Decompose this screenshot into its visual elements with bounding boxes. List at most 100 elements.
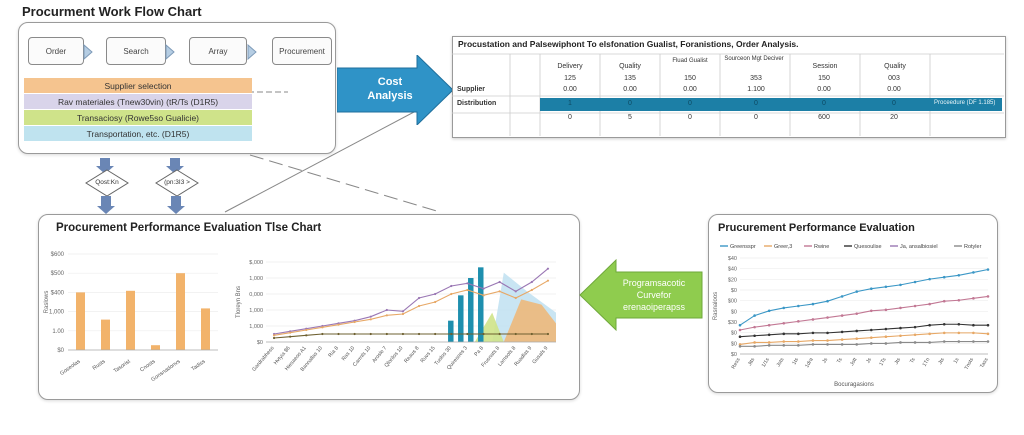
x-tick-label: Js (821, 357, 829, 365)
table-cell: 0 (754, 114, 758, 121)
series-point (401, 312, 405, 316)
series-line (739, 295, 989, 331)
x-tick-label: Reaus 8 (403, 345, 420, 364)
workflow-step-order[interactable]: Order (28, 37, 84, 65)
x-tick-label: Jts (894, 357, 903, 366)
series-point (928, 341, 931, 344)
series-point (913, 333, 917, 337)
y-tick-label: 0,000 (249, 292, 263, 298)
series-point (498, 290, 501, 293)
series-point (782, 340, 786, 343)
x-tick-label: Ria 8 (327, 345, 340, 358)
series-point (753, 314, 756, 317)
y-tick-label: $400 (51, 290, 65, 296)
workflow-step-procurement[interactable]: Procurement (272, 37, 332, 65)
series-line (274, 333, 548, 339)
table-cell: 150 (818, 75, 830, 82)
x-tick-label: Pa 8 (473, 345, 485, 357)
series-point (972, 323, 975, 327)
series-point (899, 283, 902, 287)
column-header: Delivery (557, 63, 583, 70)
series-point (840, 330, 844, 334)
series-point (811, 331, 815, 335)
series-line (739, 268, 989, 326)
series-point (530, 332, 533, 336)
series-point (369, 332, 372, 336)
chevron-right-icon (247, 43, 257, 61)
y-tick-label: $0 (57, 348, 64, 354)
series-point (782, 344, 786, 347)
series-point (417, 304, 421, 308)
series-point (797, 332, 800, 336)
series-point (530, 288, 533, 292)
table-cell: 0.00 (817, 86, 831, 93)
series-point (753, 325, 756, 329)
y-tick-label: 1,000 (249, 324, 263, 330)
series-point (753, 345, 756, 348)
workflow-step-array[interactable]: Array (189, 37, 247, 65)
y-tick-label: $,000 (249, 260, 263, 266)
down-arrow-icon (97, 196, 115, 214)
bar (176, 273, 185, 350)
legend-entry: Greensspr (730, 244, 756, 250)
series-point (928, 332, 931, 336)
down-arrow-icon (166, 158, 184, 174)
series-point (385, 308, 388, 312)
workflow-step-search[interactable]: Search (106, 37, 166, 65)
y-tick-label: $0 (731, 309, 737, 315)
table-cell: 0 (754, 100, 758, 107)
series-line (739, 332, 989, 345)
series-point (738, 345, 742, 348)
y-tick-label: $20 (728, 277, 737, 283)
bar (76, 292, 85, 350)
series-point (337, 332, 340, 336)
down-arrow-icon (96, 158, 114, 174)
series-point (913, 341, 917, 344)
y-tick-label: 1,000 (249, 276, 263, 282)
x-tick-label: Jstt (849, 357, 859, 367)
y-axis-label: Raslows (44, 291, 50, 314)
series-point (385, 332, 388, 336)
column-header: Fluad Gualist (672, 58, 708, 64)
series-point (466, 282, 469, 285)
series-point (899, 334, 902, 338)
x-tick-label: Tasorist (113, 358, 132, 374)
table-cell: 0.00 (563, 86, 577, 93)
series-point (899, 306, 902, 310)
series-point (767, 341, 771, 344)
series-point (434, 300, 437, 304)
series-point (884, 327, 888, 331)
series-point (869, 287, 873, 291)
series-line (740, 340, 988, 347)
evaluation-title: Prucurement Performance Evaluation (718, 222, 915, 234)
series-point (514, 332, 517, 336)
series-point (884, 285, 888, 289)
series-point (942, 275, 946, 279)
series-point (753, 341, 756, 344)
series-point (514, 296, 517, 300)
table-cell: 0 (822, 100, 826, 107)
series-point (434, 332, 437, 336)
x-tick-label: Rusts (92, 359, 107, 372)
diamond-label-2: (pn:3I3 > (164, 179, 190, 186)
series-point (466, 288, 469, 292)
series-point (869, 328, 873, 332)
bar (458, 295, 464, 342)
down-arrow-icon (167, 196, 185, 214)
series-point (855, 337, 859, 340)
series-point (738, 328, 742, 332)
cost-analysis-arrow (337, 55, 454, 125)
area-series (503, 299, 556, 342)
series-point (826, 339, 829, 342)
series-point (899, 326, 902, 330)
series-point (767, 323, 771, 327)
table-cell: 0 (688, 100, 692, 107)
series-point (942, 299, 946, 303)
series-point (811, 343, 815, 346)
legend-entry: Rotyler (964, 244, 982, 250)
table-cell: 0 (628, 100, 632, 107)
row-label: Distribution (457, 100, 497, 107)
table-cell: 150 (684, 75, 696, 82)
table-cell: 125 (564, 75, 576, 82)
